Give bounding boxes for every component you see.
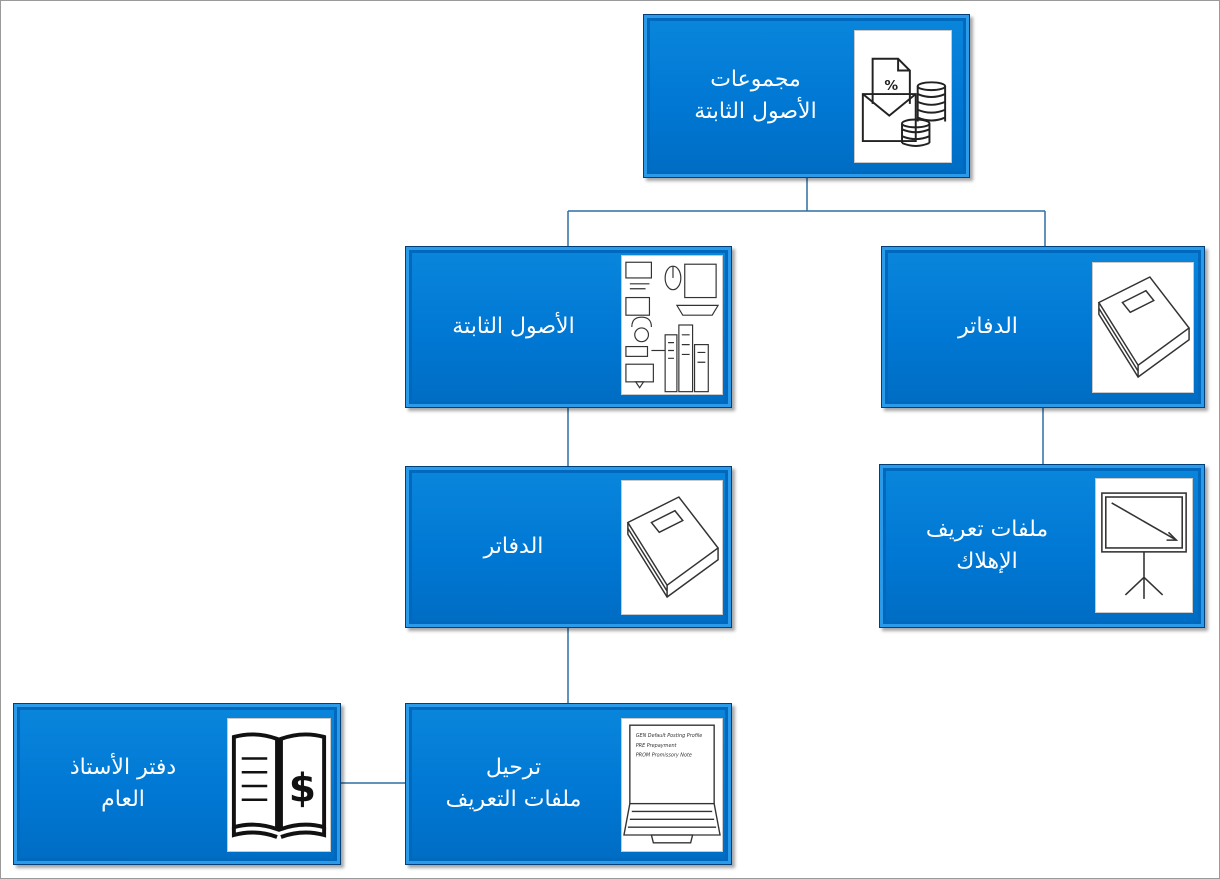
label-line-1: ملفات تعريف bbox=[925, 517, 1049, 543]
svg-text:$: $ bbox=[289, 767, 316, 812]
label-line-1: مجموعات bbox=[710, 67, 801, 93]
label-line-2: العام bbox=[101, 787, 145, 812]
label-line-1: دفتر الأستاذ bbox=[69, 755, 177, 781]
chart-easel-icon bbox=[1095, 478, 1193, 613]
posting-list-item: PRE Prepayment bbox=[636, 743, 678, 749]
node-fixed-asset-groups[interactable]: مجموعات الأصول الثابتة % bbox=[643, 14, 970, 178]
node-label: الدفاتر bbox=[414, 467, 613, 627]
invoice-coins-icon: % bbox=[854, 30, 952, 163]
label-line-2: ملفات التعريف bbox=[445, 787, 582, 812]
node-depreciation-profiles[interactable]: ملفات تعريف الإهلاك bbox=[879, 464, 1205, 628]
node-fixed-assets[interactable]: الأصول الثابتة bbox=[405, 246, 732, 408]
book-icon bbox=[1092, 262, 1194, 393]
node-label: الدفاتر bbox=[890, 247, 1086, 407]
label-line-1: الدفاتر bbox=[958, 314, 1018, 340]
node-general-ledger[interactable]: دفتر الأستاذ العام $ bbox=[13, 703, 341, 865]
ledger-dollar-icon: $ bbox=[227, 718, 331, 852]
laptop-list-icon: GEN Default Posting Profile PRE Prepayme… bbox=[621, 718, 723, 852]
svg-text:%: % bbox=[884, 78, 898, 94]
posting-list-item: PROM Promissory Note bbox=[636, 753, 692, 759]
label-line-2: الأصول الثابتة bbox=[694, 99, 817, 124]
label-line-1: الدفاتر bbox=[483, 534, 544, 560]
node-label: ملفات تعريف الإهلاك bbox=[888, 465, 1086, 627]
connector-root-to-children bbox=[567, 178, 1046, 246]
label-line-1: ترحيل bbox=[485, 755, 542, 781]
assets-collage-icon bbox=[621, 255, 723, 395]
node-label: ترحيل ملفات التعريف bbox=[414, 704, 613, 864]
node-books-middle[interactable]: الدفاتر bbox=[405, 466, 732, 628]
node-label: الأصول الثابتة bbox=[414, 247, 613, 407]
node-books-right[interactable]: الدفاتر bbox=[881, 246, 1205, 408]
node-posting-profiles[interactable]: ترحيل ملفات التعريف GEN Default Posting … bbox=[405, 703, 732, 865]
book-icon bbox=[621, 480, 723, 615]
label-line-1: الأصول الثابتة bbox=[452, 314, 575, 340]
label-line-2: الإهلاك bbox=[956, 549, 1018, 574]
node-label: مجموعات الأصول الثابتة bbox=[652, 15, 859, 177]
posting-list-item: GEN Default Posting Profile bbox=[636, 733, 703, 739]
node-label: دفتر الأستاذ العام bbox=[24, 704, 222, 864]
